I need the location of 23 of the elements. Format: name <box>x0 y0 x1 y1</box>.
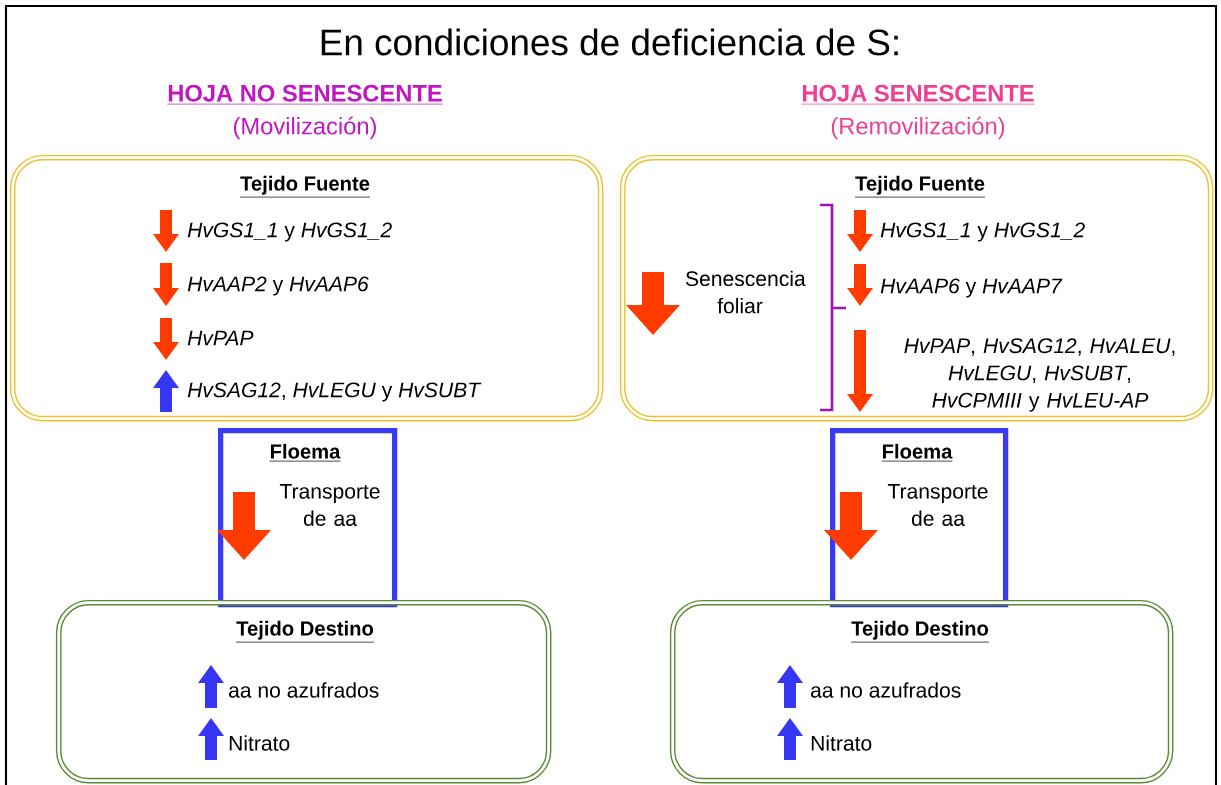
item-text: Nitrato <box>229 735 290 751</box>
box-heading: Tejido Fuente <box>239 175 371 198</box>
section-heading: HOJA NO SENESCENTE <box>166 84 444 105</box>
item-text: HvSAG12, HvLEGU y HvSUBT <box>187 382 482 402</box>
item-text: Transporte de aa <box>887 484 988 526</box>
item-text: aa no azufrados <box>811 682 961 698</box>
item-text: HvPAP, HvSAG12, HvALEU, HvLEGU, HvSUBT, HvCPMIII y HvLEU-AP <box>904 338 1175 412</box>
item-text: HvAAP6 y HvAAP7 <box>880 278 1063 298</box>
box-heading: Tejido Destino <box>850 620 990 643</box>
item-text: HvGS1_1 y HvGS1_2 <box>880 222 1085 242</box>
item-text: Transporte de aa <box>279 484 380 526</box>
item-text: Nitrato <box>811 735 872 751</box>
section-heading: HOJA SENESCENTE <box>801 84 1035 105</box>
item-text: Senescencia foliar <box>686 270 806 314</box>
title: En condiciones de deficiencia de S: <box>321 28 898 56</box>
box-heading: Tejido Fuente <box>854 175 986 198</box>
box-heading: Floema <box>269 443 341 462</box>
item-text: HvPAP <box>187 330 254 346</box>
item-text: aa no azufrados <box>229 682 379 698</box>
item-text: HvGS1_1 y HvGS1_2 <box>187 222 392 242</box>
box-heading: Floema <box>881 443 953 462</box>
item-text: HvAAP2 y HvAAP6 <box>187 276 369 296</box>
box-heading: Tejido Destino <box>235 620 375 643</box>
